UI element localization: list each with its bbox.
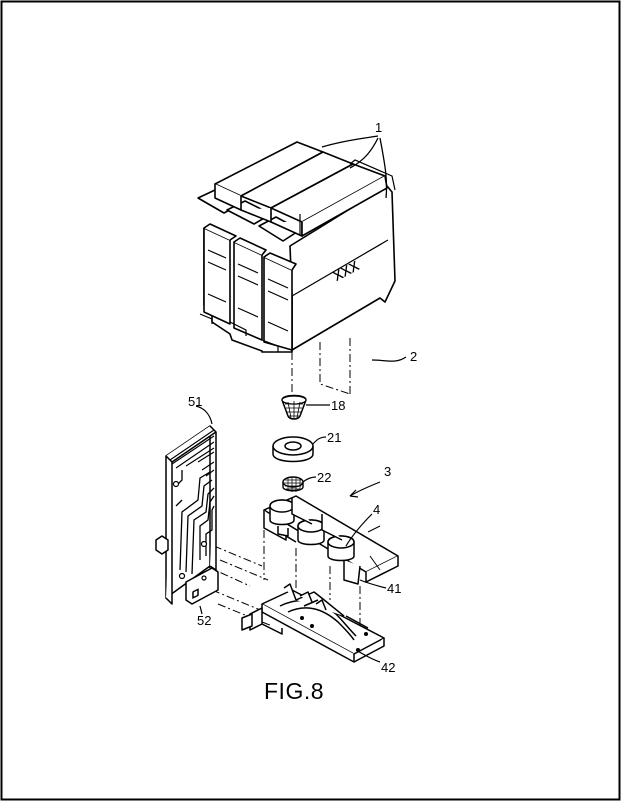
figure-caption: FIG.8 bbox=[264, 678, 324, 705]
base-plate bbox=[242, 584, 384, 662]
label-circuit-board: 51 bbox=[188, 395, 202, 408]
leader-2 bbox=[372, 357, 406, 361]
leader-3 bbox=[350, 482, 380, 496]
filter-element bbox=[282, 396, 306, 420]
seal-ring bbox=[273, 437, 313, 462]
label-cartridge-assembly: 2 bbox=[410, 350, 417, 363]
label-mesh-filter: 22 bbox=[317, 471, 331, 484]
leader-41 bbox=[360, 580, 386, 588]
leader-21 bbox=[313, 437, 326, 444]
leader-22 bbox=[303, 477, 316, 482]
label-tray: 41 bbox=[387, 582, 401, 595]
ink-cartridge-block bbox=[198, 142, 395, 352]
label-base-plate: 42 bbox=[381, 661, 395, 674]
label-connector: 52 bbox=[197, 614, 211, 627]
mesh-filter bbox=[283, 477, 303, 492]
label-seal-ring: 21 bbox=[327, 431, 341, 444]
label-cartridges: 1 bbox=[375, 121, 382, 134]
label-holder-unit: 3 bbox=[384, 465, 391, 478]
label-filter: 18 bbox=[331, 399, 345, 412]
label-holder: 4 bbox=[373, 503, 380, 516]
projection-lines-upper bbox=[292, 338, 350, 394]
